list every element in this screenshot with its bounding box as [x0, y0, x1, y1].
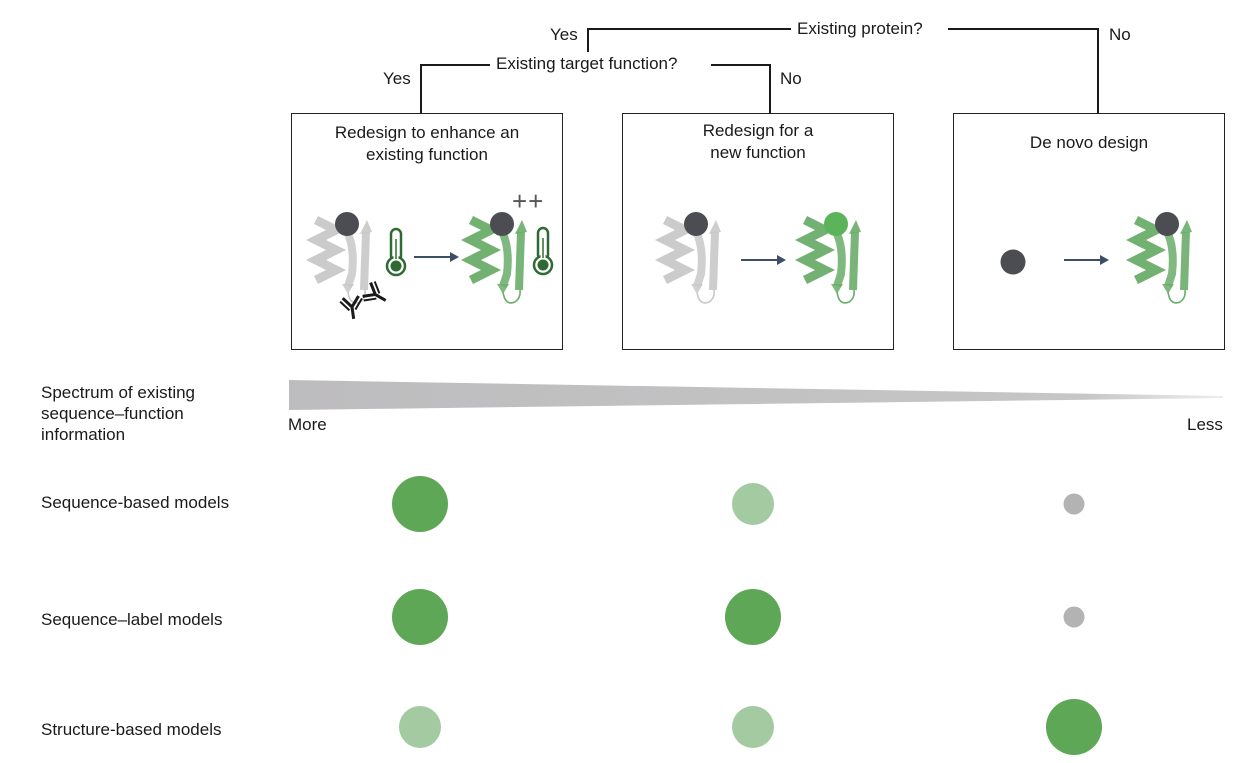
suitability-dot-high — [392, 476, 448, 532]
gray-protein-icon — [312, 212, 382, 309]
thermometer-icon — [385, 227, 407, 277]
row-label-sequence-based: Sequence-based models — [41, 493, 230, 512]
scenario-box-new-function: Redesign for a new function — [622, 113, 894, 350]
tree-connector — [420, 64, 490, 66]
spectrum-label: Spectrum of existing sequence–function i… — [41, 383, 196, 444]
ligand-icon — [1000, 249, 1026, 275]
arrow-icon — [414, 252, 459, 262]
spectrum-more-label: More — [288, 415, 327, 434]
root-no-label: No — [1109, 25, 1131, 44]
scenario-title: De novo design — [1029, 133, 1149, 152]
green-protein-icon — [467, 212, 537, 309]
tree-connector — [769, 64, 771, 114]
suitability-dot-medium — [399, 706, 441, 748]
suitability-dot-high — [1046, 699, 1102, 755]
tree-connector — [587, 28, 791, 30]
spectrum-wedge — [289, 380, 1223, 410]
green-protein-icon — [1132, 212, 1202, 309]
root-question: Existing protein? — [797, 19, 923, 38]
tree-connector — [711, 64, 770, 66]
row-label-structure-based: Structure-based models — [41, 720, 222, 739]
ligand-icon — [490, 212, 514, 236]
suitability-dot-medium — [732, 483, 774, 525]
root-yes-label: Yes — [550, 25, 578, 44]
suitability-dot-low — [1063, 493, 1085, 515]
suitability-dot-low — [1063, 606, 1085, 628]
arrow-icon — [741, 255, 786, 265]
green-protein-icon — [801, 212, 871, 309]
scenario-title: Redesign to enhance an existing function — [334, 123, 520, 164]
suitability-dot-medium — [732, 706, 774, 748]
ligand-icon — [335, 212, 359, 236]
sub-yes-label: Yes — [383, 69, 411, 88]
ligand-icon — [1155, 212, 1179, 236]
sub-question: Existing target function? — [496, 54, 678, 73]
tree-connector — [420, 64, 422, 114]
scenario-box-de-novo: De novo design — [953, 113, 1225, 350]
new-ligand-icon — [824, 212, 848, 236]
gray-protein-icon — [661, 212, 731, 309]
tree-connector — [1097, 28, 1099, 114]
suitability-dot-high — [725, 589, 781, 645]
antibody-icon — [359, 278, 393, 312]
suitability-dot-high — [392, 589, 448, 645]
sub-no-label: No — [780, 69, 802, 88]
scenario-title: Redesign for a new function — [702, 121, 814, 162]
arrow-icon — [1064, 255, 1109, 265]
thermometer-icon — [532, 226, 554, 276]
plus-plus-annotation: ++ — [512, 186, 545, 216]
scenario-box-enhance-existing: Redesign to enhance an existing function… — [291, 113, 563, 350]
tree-connector — [948, 28, 1098, 30]
row-label-sequence-label: Sequence–label models — [41, 610, 223, 629]
spectrum-less-label: Less — [1187, 415, 1223, 434]
ligand-icon — [684, 212, 708, 236]
tree-connector — [587, 28, 589, 52]
